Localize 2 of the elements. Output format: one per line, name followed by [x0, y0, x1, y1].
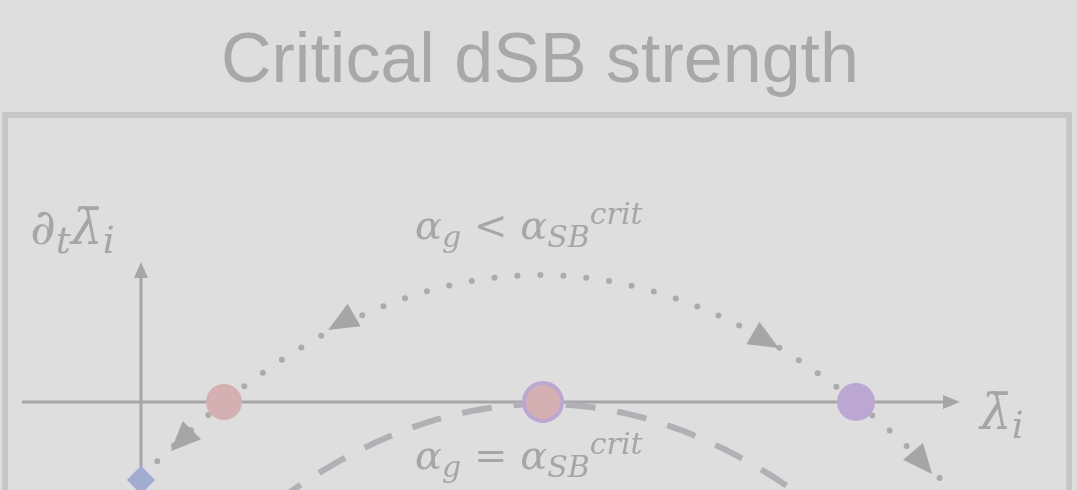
math-label: λ̄$_{i}$: [980, 382, 1024, 450]
math-label: ∂$_{t}$λ̄$_{i}$: [30, 197, 115, 265]
